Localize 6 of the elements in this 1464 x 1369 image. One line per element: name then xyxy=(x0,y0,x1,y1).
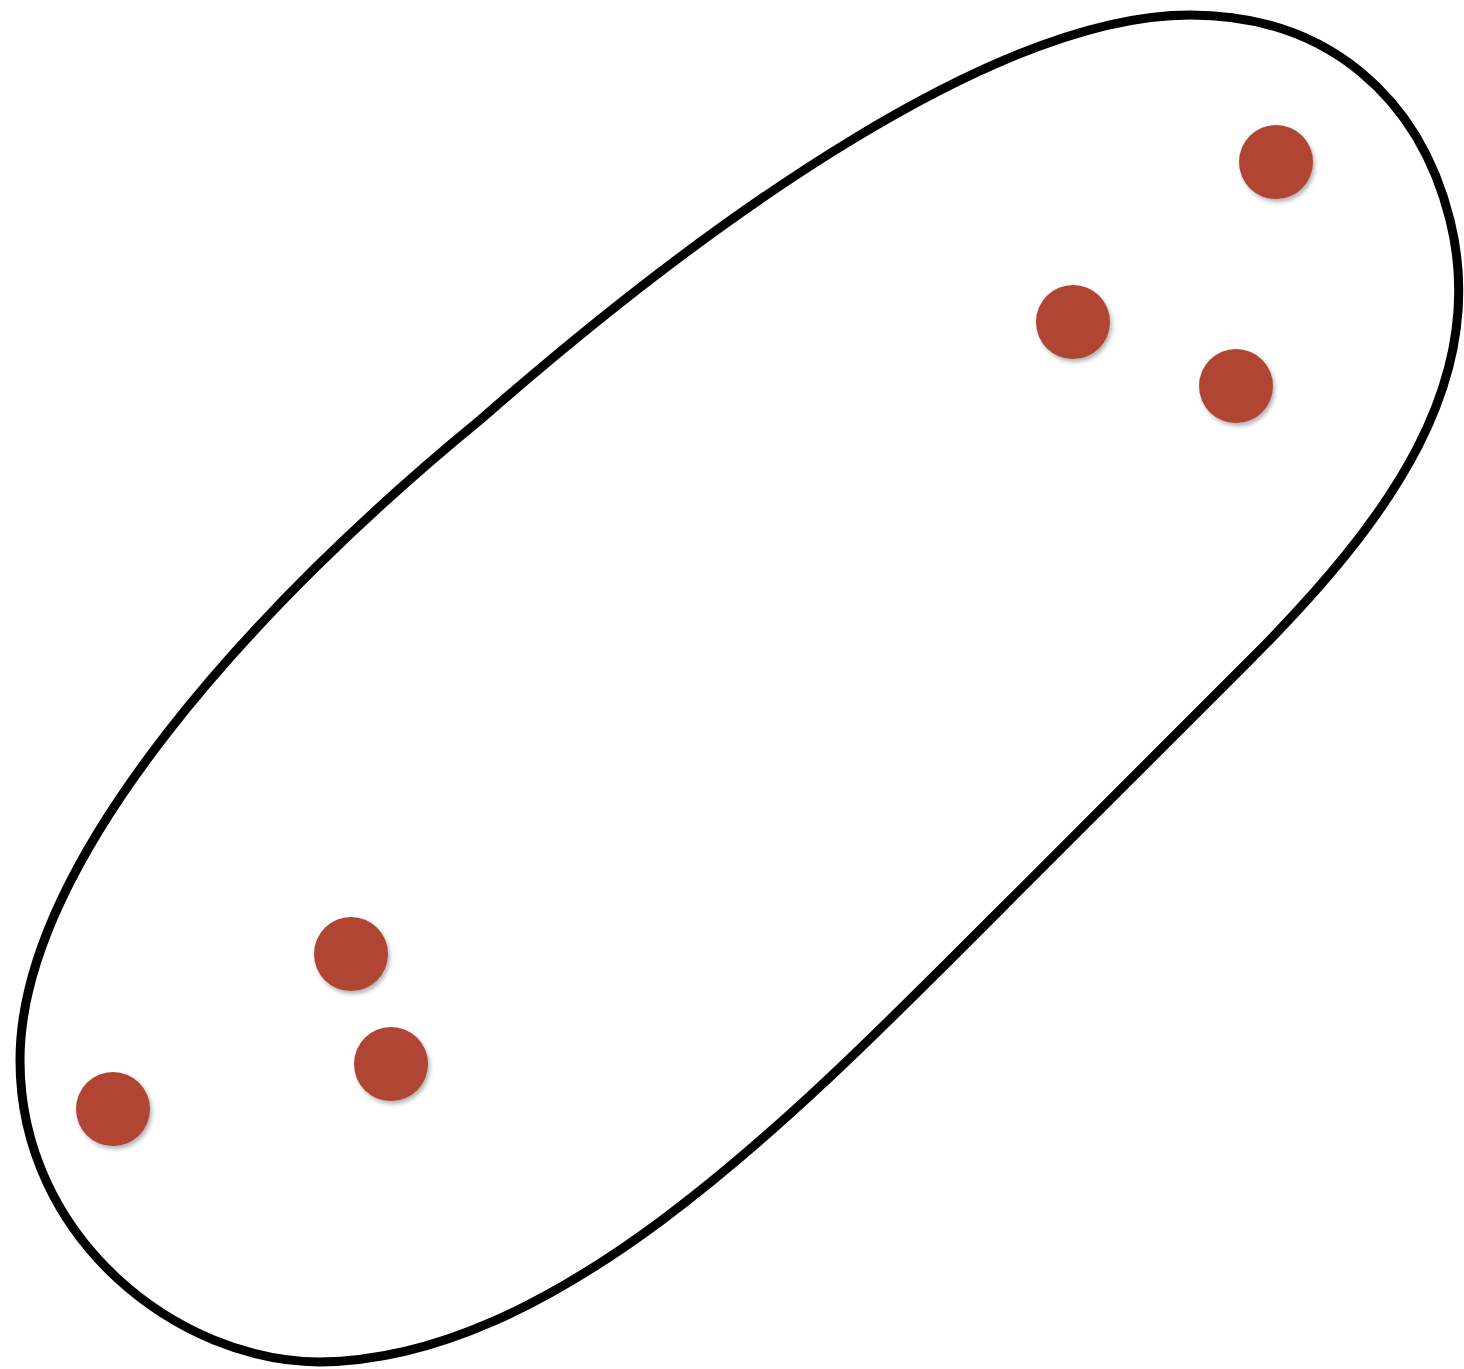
dot xyxy=(76,1072,150,1146)
dot xyxy=(314,917,388,991)
dot xyxy=(1239,125,1313,199)
dot xyxy=(1036,285,1110,359)
dot xyxy=(1199,349,1273,423)
dot xyxy=(354,1027,428,1101)
